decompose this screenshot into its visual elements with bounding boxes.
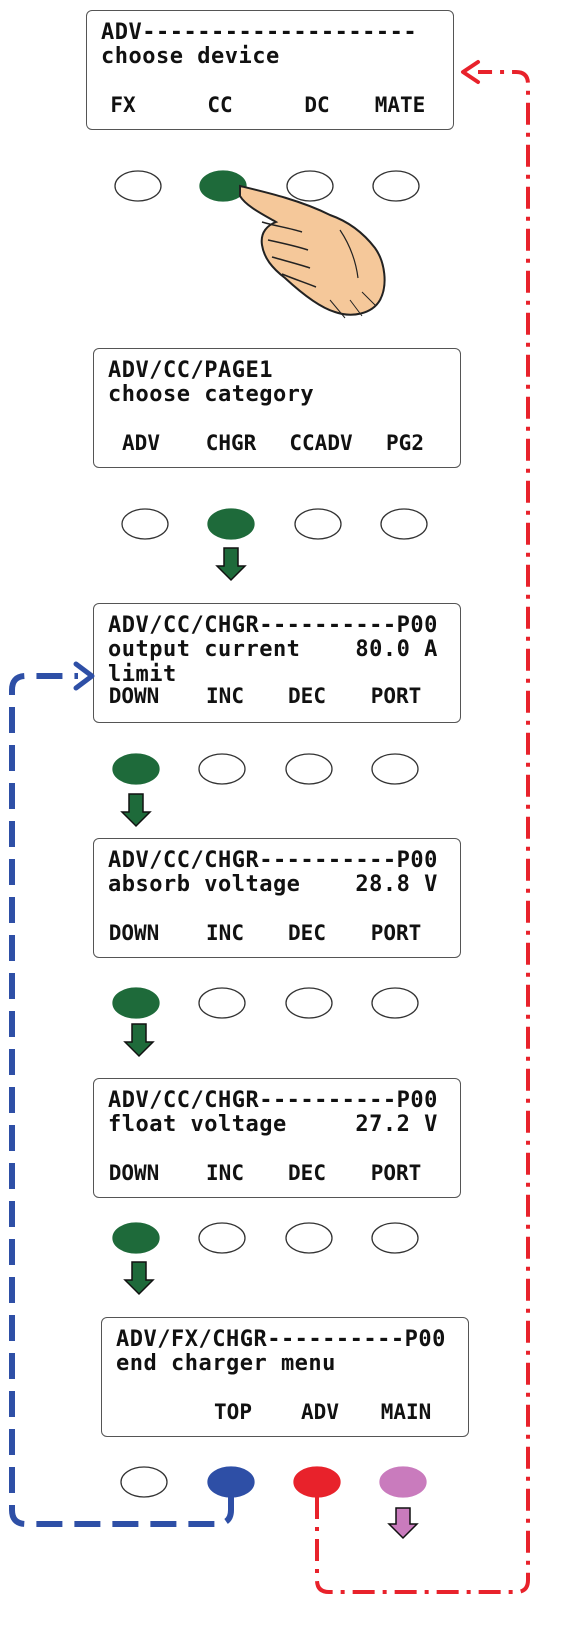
softkey-button-1[interactable]: [120, 1466, 168, 1498]
softkey-button-4[interactable]: [371, 987, 419, 1019]
softkey-button-4[interactable]: [371, 1222, 419, 1254]
softkey-button-3[interactable]: [293, 1466, 341, 1498]
softkey-button-3[interactable]: [285, 1222, 333, 1254]
screen-line-1: ADV/CC/CHGR----------P00: [108, 613, 438, 638]
screen-line-1: ADV/FX/CHGR----------P00: [116, 1327, 446, 1352]
screen-line-2: output current 80.0 A: [108, 637, 438, 662]
lcd-screen-float-voltage: ADV/CC/CHGR----------P00 float voltage 2…: [93, 1078, 461, 1198]
down-arrow-icon: [123, 1261, 155, 1296]
screen-line-2: absorb voltage 28.8 V: [108, 872, 438, 897]
softkey-button-1[interactable]: [112, 987, 160, 1019]
softkey-label-4: PORT: [370, 684, 422, 708]
screen-line-3: limit: [108, 662, 177, 687]
softkey-button-4[interactable]: [379, 1466, 427, 1498]
softkey-label-3: ADV: [301, 1400, 339, 1424]
softkey-button-2[interactable]: [207, 1466, 255, 1498]
softkey-label-1: FX: [110, 93, 136, 117]
softkey-label-3: DC: [304, 93, 330, 117]
lcd-screen-choose-category: ADV/CC/PAGE1 choose category ADV CHGR CC…: [93, 348, 461, 468]
softkey-label-1: DOWN: [108, 684, 160, 708]
arrowhead-icon: [461, 60, 480, 84]
softkey-buttons-row-1: [114, 170, 420, 202]
softkey-button-3[interactable]: [285, 753, 333, 785]
down-arrow-icon: [123, 1023, 155, 1058]
softkey-button-4[interactable]: [372, 170, 420, 202]
softkey-buttons-row-4: [112, 987, 419, 1019]
softkey-label-2: CC: [207, 93, 233, 117]
softkey-button-2[interactable]: [207, 508, 255, 540]
softkey-button-4[interactable]: [371, 753, 419, 785]
softkey-button-3[interactable]: [285, 987, 333, 1019]
lcd-screen-output-current-limit: ADV/CC/CHGR----------P00 output current …: [93, 603, 461, 723]
screen-line-1: ADV--------------------: [101, 20, 418, 45]
adv-loop-connector: [315, 70, 530, 1594]
softkey-button-1[interactable]: [112, 1222, 160, 1254]
softkey-label-2: INC: [206, 921, 244, 945]
softkey-button-1[interactable]: [121, 508, 169, 540]
lcd-screen-absorb-voltage: ADV/CC/CHGR----------P00 absorb voltage …: [93, 838, 461, 958]
screen-line-2: end charger menu: [116, 1351, 336, 1376]
pointing-hand-icon: [239, 184, 386, 319]
down-arrow-icon: [120, 793, 152, 828]
return-loop-connector: [9, 673, 234, 1527]
softkey-label-4: PG2: [386, 431, 424, 455]
softkey-button-1[interactable]: [112, 753, 160, 785]
softkey-label-3: CCADV: [289, 431, 353, 455]
softkey-buttons-row-5: [112, 1222, 419, 1254]
softkey-label-2: INC: [206, 1161, 244, 1185]
screen-line-1: ADV/CC/PAGE1: [108, 358, 273, 383]
softkey-label-4: MAIN: [380, 1400, 432, 1424]
lcd-screen-choose-device: ADV-------------------- choose device FX…: [86, 10, 454, 130]
down-arrow-icon: [215, 547, 247, 582]
screen-line-2: float voltage 27.2 V: [108, 1112, 438, 1137]
down-arrow-icon: [387, 1507, 419, 1540]
softkey-button-2[interactable]: [198, 753, 246, 785]
lcd-screen-end-charger-menu: ADV/FX/CHGR----------P00 end charger men…: [101, 1317, 469, 1437]
softkey-label-1: DOWN: [108, 921, 160, 945]
softkey-label-2: INC: [206, 684, 244, 708]
screen-line-2: choose device: [101, 44, 280, 69]
screen-line-1: ADV/CC/CHGR----------P00: [108, 848, 438, 873]
softkey-label-3: DEC: [288, 1161, 326, 1185]
softkey-button-3[interactable]: [294, 508, 342, 540]
softkey-label-2: TOP: [214, 1400, 252, 1424]
softkey-label-2: CHGR: [205, 431, 257, 455]
softkey-label-3: DEC: [288, 684, 326, 708]
softkey-button-2[interactable]: [198, 987, 246, 1019]
screen-line-2: choose category: [108, 382, 315, 407]
arrowhead-icon: [73, 661, 95, 691]
softkey-label-1: ADV: [122, 431, 160, 455]
softkey-button-2[interactable]: [198, 1222, 246, 1254]
softkey-buttons-row-6: [120, 1466, 427, 1498]
softkey-button-4[interactable]: [380, 508, 428, 540]
softkey-button-3[interactable]: [286, 170, 334, 202]
softkey-buttons-row-3: [112, 753, 419, 785]
softkey-label-1: DOWN: [108, 1161, 160, 1185]
softkey-label-4: MATE: [374, 93, 426, 117]
softkey-label-3: DEC: [288, 921, 326, 945]
softkey-label-4: PORT: [370, 1161, 422, 1185]
screen-line-1: ADV/CC/CHGR----------P00: [108, 1088, 438, 1113]
softkey-button-2[interactable]: [199, 170, 247, 202]
softkey-label-4: PORT: [370, 921, 422, 945]
softkey-buttons-row-2: [121, 508, 428, 540]
softkey-button-1[interactable]: [114, 170, 162, 202]
